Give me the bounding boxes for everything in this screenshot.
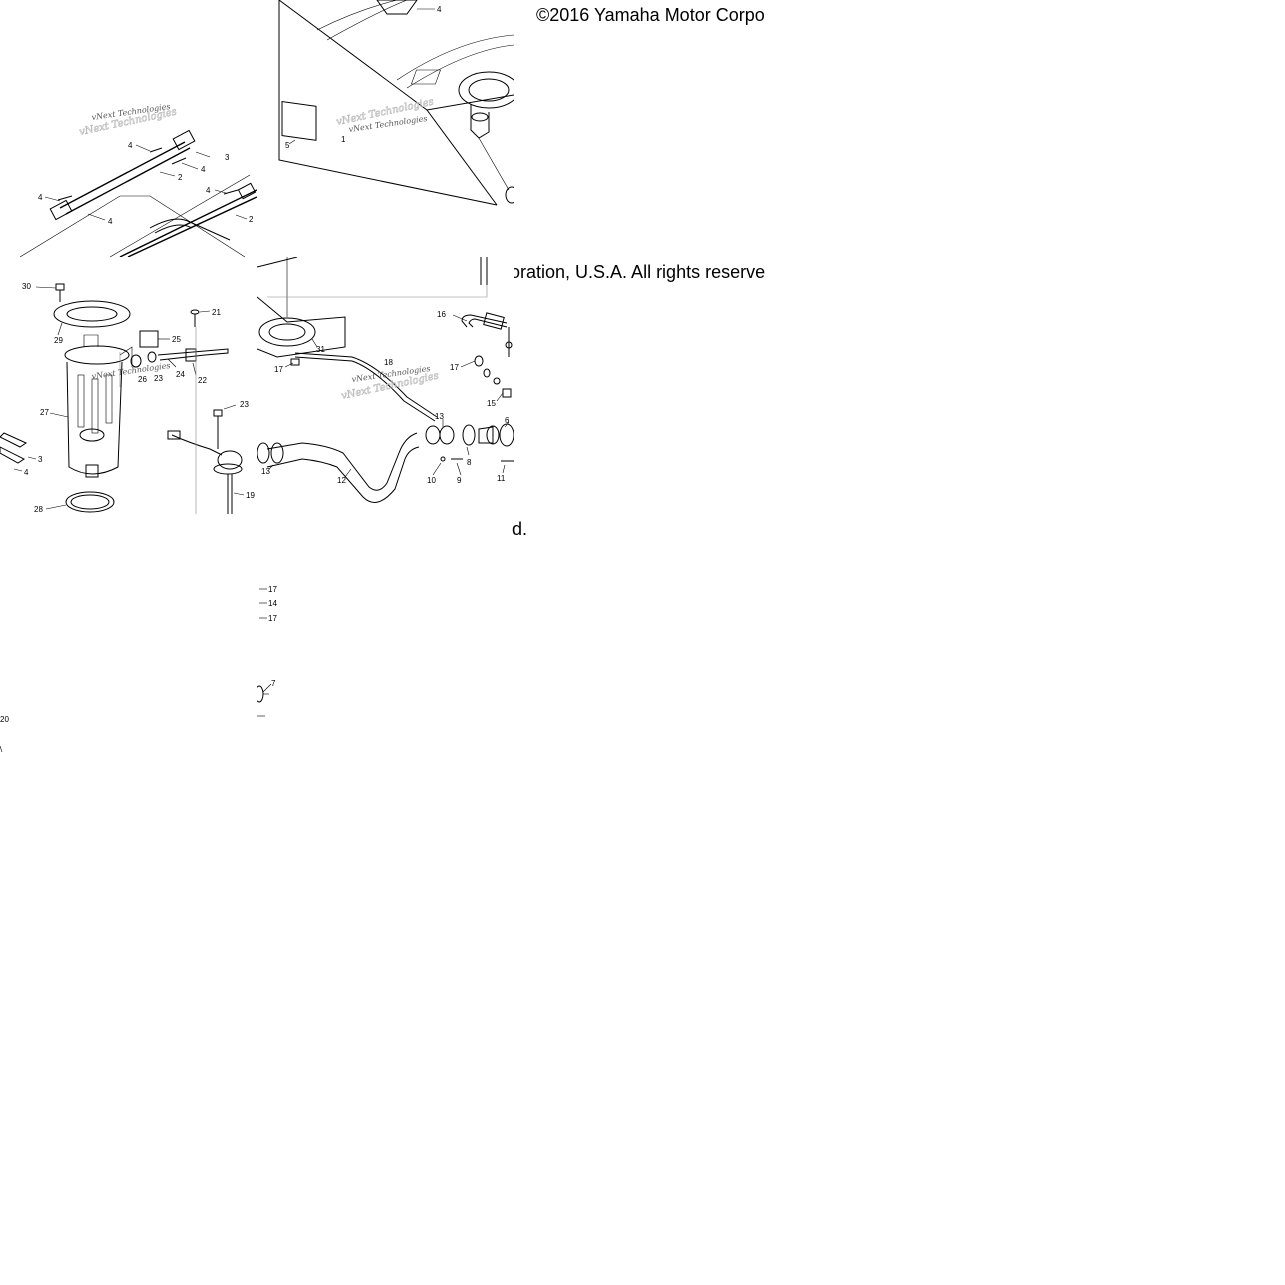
callout-label: 11 (497, 474, 506, 483)
callout-label: 15 (487, 399, 496, 408)
copyright-part-1: ©2016 Yamaha Motor Corpo (536, 5, 765, 25)
callout-label: 17 (268, 585, 277, 594)
callout-label: 22 (198, 376, 207, 385)
hose-16 (461, 314, 508, 328)
copyright-part-3: d. (512, 519, 528, 539)
callout-label: 25 (172, 335, 181, 344)
callout-label: 13 (435, 412, 444, 421)
callout-label: 10 (427, 476, 436, 485)
label-plate (281, 100, 317, 141)
callout-label: 28 (34, 505, 43, 514)
callout-label: 1 (341, 135, 346, 144)
callout-label: 19 (246, 491, 255, 500)
callout-label: 5 (285, 141, 290, 150)
callout-label: 4 (108, 217, 113, 226)
retainer-plate (53, 300, 131, 328)
callout-label: 6 (505, 416, 510, 425)
callout-label: 4 (206, 186, 211, 195)
callout-label: 7 (271, 679, 276, 688)
callout-label: 9 (457, 476, 462, 485)
strap-bolts (57, 147, 239, 201)
filler-hose (266, 432, 418, 491)
fragment-right-drawing: 17 14 17 7 (257, 585, 277, 717)
tank-body-drawing: 4 5 1 vNext Technologies vNext Technolog… (278, 0, 514, 206)
callout-label: 21 (212, 308, 221, 317)
callout-label: 4 (128, 141, 133, 150)
copyright-part-2: oration, U.S.A. All rights reserve (510, 262, 766, 282)
callout-label: 31 (316, 345, 325, 354)
strap-lower (119, 182, 257, 257)
diagram-tile-hoses: 16 31 17 18 17 15 13 6 13 8 12 10 9 11 v… (257, 257, 514, 514)
callout-label: 23 (240, 400, 249, 409)
bolt-30 (55, 283, 65, 291)
hoses-drawing: 16 31 17 18 17 15 13 6 13 8 12 10 9 11 v… (257, 257, 514, 503)
pump-gasket (65, 491, 115, 513)
callout-label: 17 (268, 614, 277, 623)
callout-label: 3 (38, 455, 43, 464)
fuel-tank (278, 0, 514, 206)
diagram-tile-fuel-pump: 30 29 21 25 26 23 24 22 27 23 3 4 28 19 … (0, 257, 257, 514)
callout-label: 3 (225, 153, 230, 162)
fragment-left-drawing: 20 (0, 715, 9, 753)
callout-label: 13 (261, 467, 270, 476)
callout-label: 29 (54, 336, 63, 345)
fuel-level-sender (167, 430, 243, 514)
pump-flange (458, 71, 514, 109)
callout-label: 16 (437, 310, 446, 319)
diagram-tile-tank-straps: 4 3 2 4 4 4 4 2 vNext Technologies vNext… (0, 0, 257, 257)
diagram-tile-fragment-left: 20 (0, 514, 20, 754)
callout-label: 2 (249, 215, 254, 224)
fuel-line (157, 348, 229, 361)
callout-label: 4 (24, 468, 29, 477)
fuel-pump-drawing: 30 29 21 25 26 23 24 22 27 23 3 4 28 19 … (0, 282, 255, 514)
callout-label: 4 (437, 5, 442, 14)
callout-label: 17 (274, 365, 283, 374)
vent-hose (294, 352, 438, 418)
diagram-tile-fragment-right: 17 14 17 7 (257, 514, 287, 720)
callout-label: 27 (40, 408, 49, 417)
callout-label: 30 (22, 282, 31, 291)
callout-label: 17 (450, 363, 459, 372)
callout-label: 4 (201, 165, 206, 174)
fuel-pump-body (64, 334, 133, 478)
callout-label: 14 (268, 599, 277, 608)
callout-label: 4 (38, 193, 43, 202)
connector (139, 330, 159, 348)
callout-label: 2 (178, 173, 183, 182)
callout-label: 18 (384, 358, 393, 367)
callout-label: 26 (138, 375, 147, 384)
callout-leaders (44, 144, 248, 221)
callout-label: 8 (467, 458, 472, 467)
pump-opening (258, 317, 316, 347)
callout-label: 20 (0, 715, 9, 724)
diagram-tile-tank-body: 4 5 1 vNext Technologies vNext Technolog… (257, 0, 514, 257)
callout-label: 24 (176, 370, 185, 379)
callout-label: 12 (337, 476, 346, 485)
tank-straps-drawing: 4 3 2 4 4 4 4 2 vNext Technologies vNext… (19, 102, 257, 257)
strap-upper (49, 129, 196, 221)
callout-label: 23 (154, 374, 163, 383)
